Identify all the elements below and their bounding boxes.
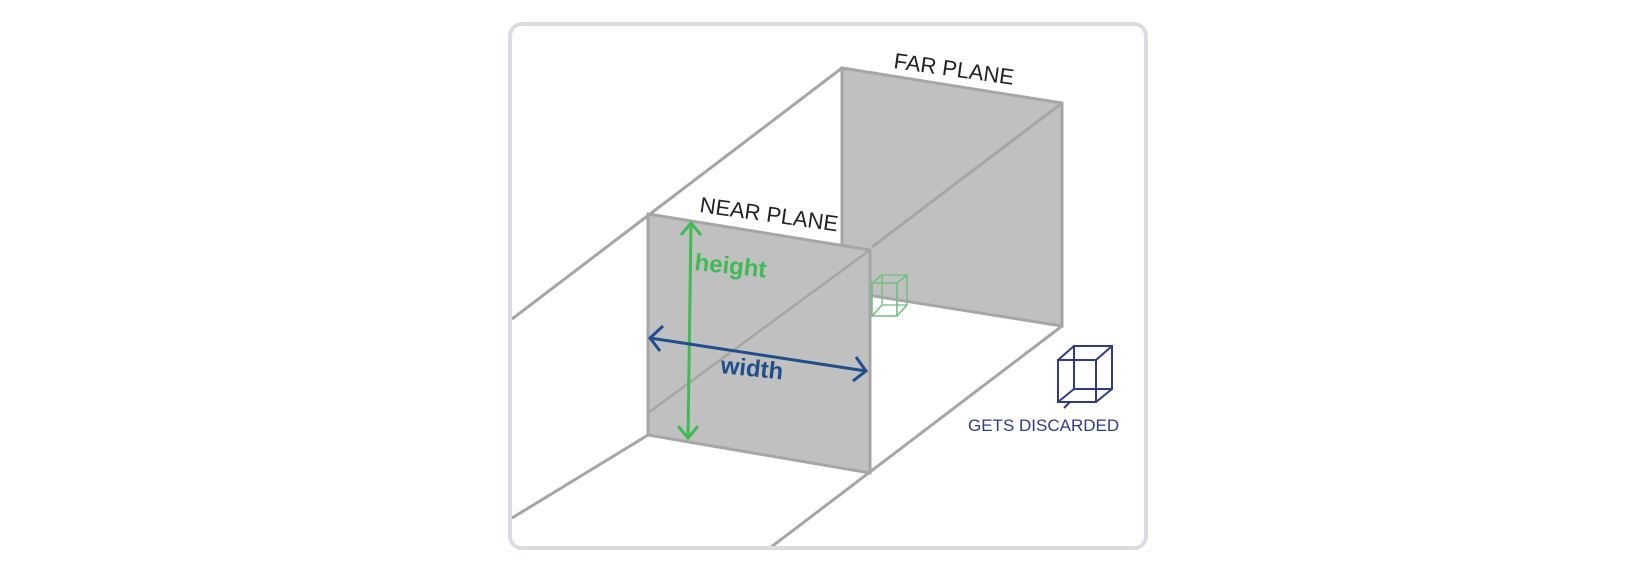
discarded-cube-icon (1057, 345, 1113, 409)
frustum-edges (512, 66, 1063, 546)
inside-cube-icon (871, 274, 908, 317)
edge-bottom-right (770, 324, 1063, 546)
edge-bottom-left (512, 433, 649, 520)
near-plane (646, 212, 872, 475)
edge-top-left (512, 66, 843, 321)
edge-inner-diagonal (647, 248, 871, 415)
diagram-frame: FAR PLANE NEAR PLANE height width GETS D… (508, 22, 1148, 550)
far-plane (840, 66, 1064, 328)
edge-top-right (871, 101, 1063, 249)
width-label: width (718, 352, 784, 386)
width-arrow (647, 324, 869, 383)
discarded-label: GETS DISCARDED (968, 416, 1119, 435)
height-arrow (676, 220, 703, 441)
frustum-diagram: FAR PLANE NEAR PLANE height width GETS D… (512, 48, 1119, 546)
